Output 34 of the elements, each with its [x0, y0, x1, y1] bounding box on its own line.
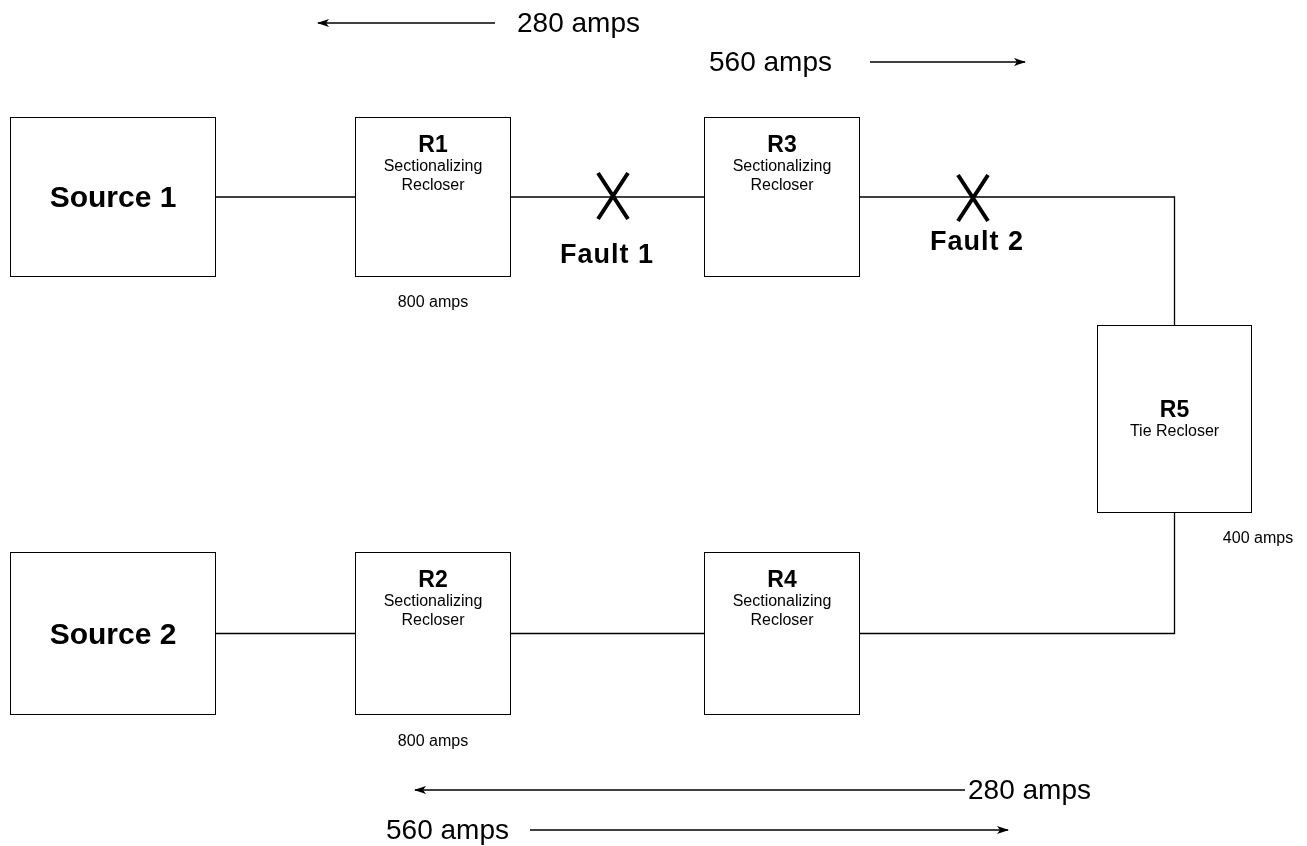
- node-title: R3: [767, 132, 797, 157]
- recloser-box: [704, 117, 860, 277]
- connector-line: [215, 196, 356, 198]
- node-title: R1: [418, 132, 448, 157]
- connector-line: [510, 632, 705, 635]
- node-description: Tie Recloser: [1129, 421, 1220, 441]
- node-title: R2: [418, 567, 448, 592]
- node-title: Source 2: [49, 617, 177, 650]
- connector-line: [859, 196, 1176, 326]
- node-description: Sectionalizing Recloser: [731, 591, 833, 630]
- node-description: Sectionalizing Recloser: [382, 591, 484, 630]
- node-description: Sectionalizing Recloser: [382, 156, 484, 195]
- recloser-box: [355, 552, 511, 715]
- node-title: R5: [1159, 397, 1190, 422]
- current-label: 280 amps: [517, 6, 640, 40]
- recloser-box: [10, 552, 216, 715]
- connector-line: [510, 196, 705, 198]
- current-rating-label: 800 amps: [397, 293, 469, 311]
- recloser-box: [355, 117, 511, 277]
- recloser-box: [1097, 325, 1252, 513]
- node-description: Sectionalizing Recloser: [731, 156, 833, 195]
- fault-label: Fault 1: [560, 237, 654, 271]
- fault-label: Fault 2: [930, 224, 1024, 258]
- node-title: R4: [767, 567, 797, 592]
- recloser-box: [10, 117, 216, 277]
- recloser-box: [704, 552, 860, 715]
- connector-line: [859, 512, 1176, 635]
- connector-line: [215, 632, 356, 635]
- current-label: 560 amps: [709, 45, 832, 79]
- current-rating-label: 800 amps: [397, 732, 469, 750]
- current-label: 280 amps: [968, 773, 1091, 807]
- current-label: 560 amps: [386, 813, 509, 846]
- node-title: Source 1: [49, 181, 177, 213]
- current-rating-label: 400 amps: [1222, 529, 1294, 547]
